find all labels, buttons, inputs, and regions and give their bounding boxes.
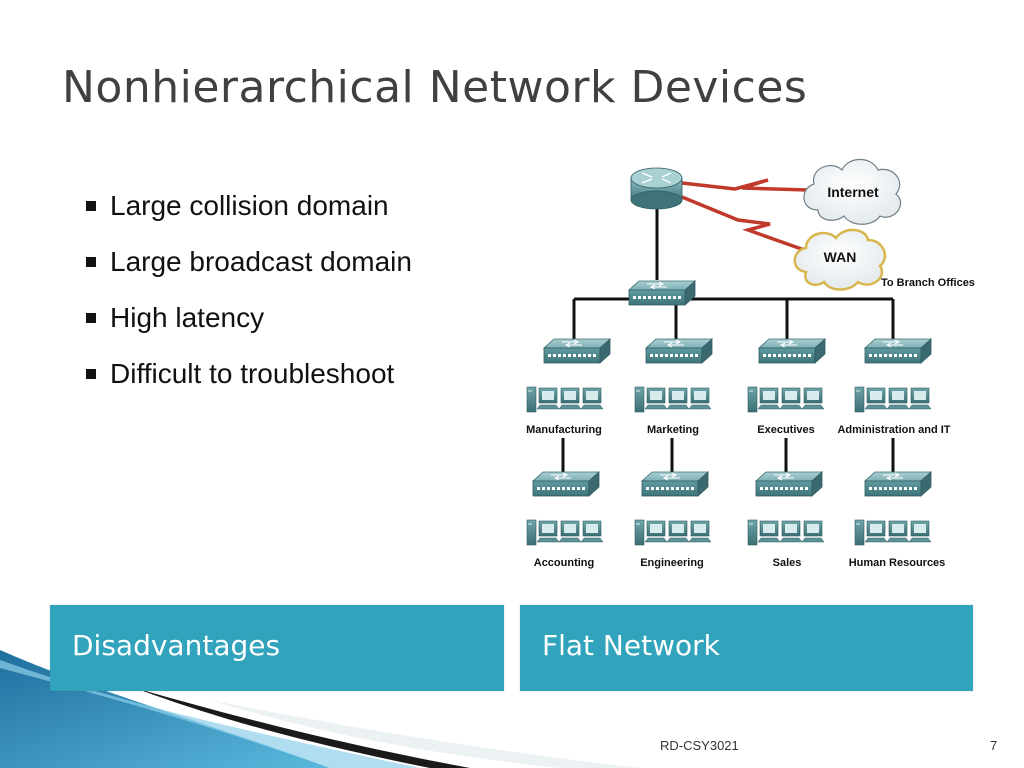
ethernet-links [561,208,895,478]
decorative-swoosh [0,650,640,768]
workstations-icon [854,386,932,413]
bullet-item: Difficult to troubleshoot [86,356,486,392]
switch-icon [864,471,932,497]
department-label: Administration and IT [837,424,950,436]
wan-label: WAN [824,249,857,265]
workstations-icon [634,519,712,546]
wan-cloud-icon: WAN [793,228,887,291]
flat-network-diagram: Internet WAN To Branch Offices Manufactu… [526,158,975,569]
switch-icon [755,471,823,497]
branch-offices-label: To Branch Offices [881,277,975,289]
workstations-icon [854,519,932,546]
switch-icon [543,338,611,364]
switch-icon [758,338,826,364]
square-bullet-icon [86,201,96,211]
department-label: Marketing [647,424,699,436]
workstations-icon [747,386,825,413]
department-label: Accounting [534,557,595,569]
bullet-item: Large broadcast domain [86,244,486,280]
internet-label: Internet [827,184,879,200]
internet-cloud-icon: Internet [803,158,902,225]
workstations-icon [634,386,712,413]
bullet-item: High latency [86,300,486,336]
bullet-text: High latency [110,302,265,333]
flat-network-box: Flat Network [520,605,973,691]
bullet-item: Large collision domain [86,188,486,224]
footer-course-code: RD-CSY3021 [660,738,739,753]
workstations-icon [526,519,604,546]
slide-title: Nonhierarchical Network Devices [62,62,808,113]
wan-links [681,178,811,254]
department-label: Engineering [640,557,704,569]
workstations-icon [526,386,604,413]
switch-icon [641,471,709,497]
page-number: 7 [990,738,998,753]
department-label: Human Resources [849,557,946,569]
bullet-text: Large collision domain [110,190,389,221]
disadvantages-box: Disadvantages [50,605,504,691]
switch-icon [645,338,713,364]
switch-icon [532,471,600,497]
department-label: Sales [773,557,802,569]
department-label: Executives [757,424,814,436]
bullet-text: Large broadcast domain [110,246,412,277]
square-bullet-icon [86,369,96,379]
core-switch-icon [628,280,696,306]
department-label: Manufacturing [526,424,602,436]
square-bullet-icon [86,257,96,267]
bullet-list: Large collision domain Large broadcast d… [86,188,486,412]
bullet-text: Difficult to troubleshoot [110,358,395,389]
router-icon [630,167,683,210]
square-bullet-icon [86,313,96,323]
switch-icon [864,338,932,364]
workstations-icon [747,519,825,546]
